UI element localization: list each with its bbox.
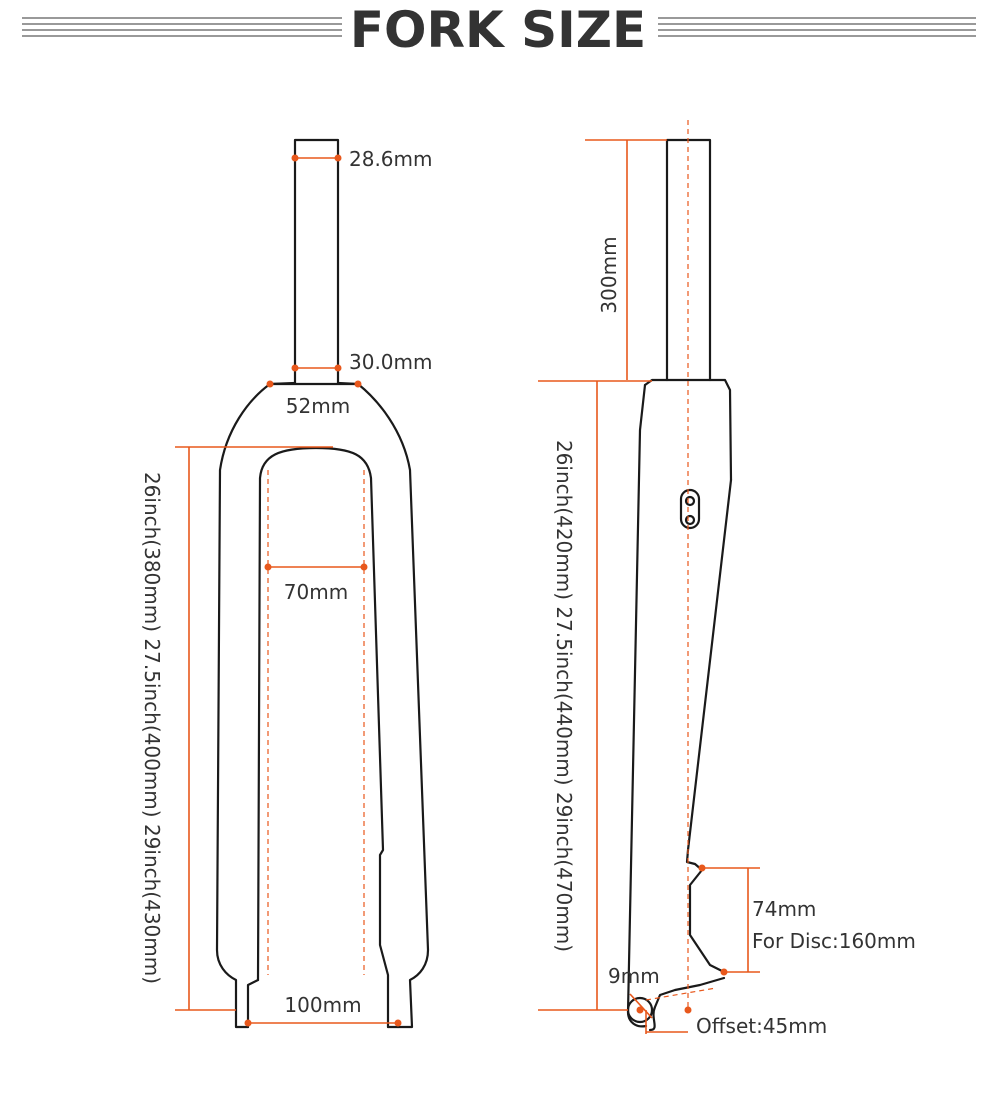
disc-rotor-label: For Disc:160mm bbox=[752, 929, 916, 953]
rack-mount bbox=[679, 488, 701, 530]
dim-steerer-bottom: 30.0mm bbox=[291, 350, 433, 374]
dim-side-axle-to-crown: 26inch(420mm) 27.5inch(440mm) 29inch(470… bbox=[538, 380, 652, 1011]
dim-steerer-top: 28.6mm bbox=[291, 147, 433, 171]
dim-front-axle-to-crown: 26inch(380mm) 27.5inch(400mm) 29inch(430… bbox=[140, 446, 333, 1011]
header: FORK SIZE bbox=[22, 1, 976, 59]
tire-clearance-label: 70mm bbox=[284, 580, 348, 604]
rack-mount-hole-bottom bbox=[684, 514, 696, 526]
dim-offset: Offset:45mm bbox=[645, 1006, 827, 1038]
offset-label: Offset:45mm bbox=[696, 1014, 827, 1038]
header-rule-left bbox=[22, 17, 342, 37]
side-fork-outline bbox=[626, 138, 733, 1032]
disc-mount-spacing-label: 74mm bbox=[752, 897, 816, 921]
header-rule-right bbox=[658, 17, 976, 37]
front-fork-outline bbox=[215, 138, 430, 1029]
front-view: 28.6mm 30.0mm 52mm 70mm 100mm bbox=[140, 138, 433, 1029]
side-axle-to-crown-label: 26inch(420mm) 27.5inch(440mm) 29inch(470… bbox=[552, 440, 576, 952]
offset-guide bbox=[645, 987, 717, 1001]
dim-steerer-length: 300mm bbox=[585, 139, 667, 380]
steerer-bottom-label: 30.0mm bbox=[349, 350, 433, 374]
dim-disc-mount: 74mm For Disc:160mm bbox=[698, 864, 916, 976]
dim-tire-clearance: 70mm bbox=[264, 563, 368, 604]
steerer-top-label: 28.6mm bbox=[349, 147, 433, 171]
dim-hub-spacing: 100mm bbox=[244, 993, 402, 1027]
dim-dropout: 9mm bbox=[608, 964, 660, 1019]
rack-mount-hole-top bbox=[684, 495, 696, 507]
dropout-label: 9mm bbox=[608, 964, 660, 988]
side-view: 300mm 26inch(420mm) 27.5inch(440mm) 29in… bbox=[538, 120, 916, 1038]
front-axle-to-crown-label: 26inch(380mm) 27.5inch(400mm) 29inch(430… bbox=[140, 472, 164, 984]
page-title: FORK SIZE bbox=[350, 1, 646, 59]
crown-width-label: 52mm bbox=[286, 394, 350, 418]
steerer-length-label: 300mm bbox=[597, 236, 621, 313]
dim-crown-width: 52mm bbox=[266, 380, 362, 418]
hub-spacing-label: 100mm bbox=[284, 993, 361, 1017]
